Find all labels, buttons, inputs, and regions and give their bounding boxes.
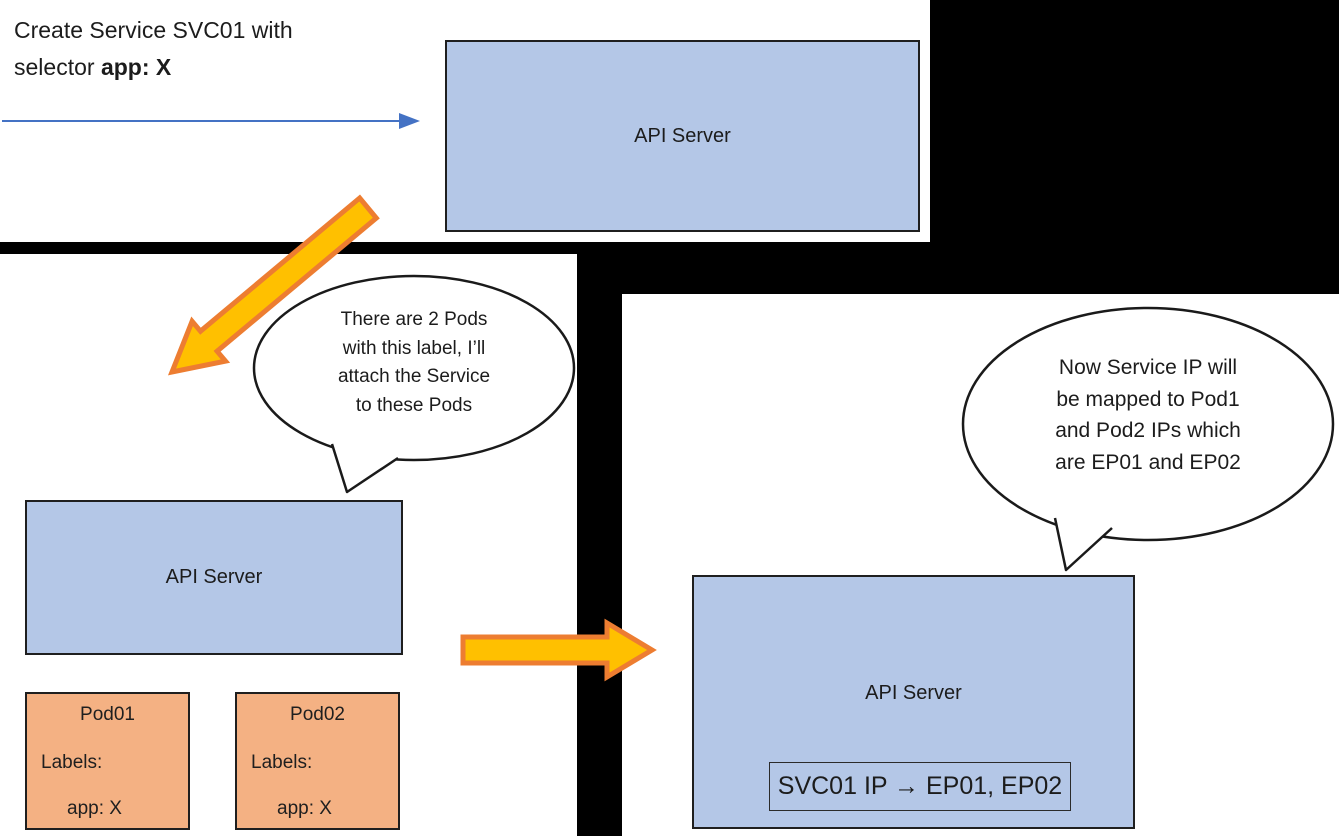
caption-line1: Create Service SVC01 with [14, 17, 293, 43]
pod-labels-heading: Labels: [41, 752, 103, 773]
pod-title: Pod02 [290, 704, 345, 725]
pod01-box: Pod01 Labels: app: X [25, 692, 190, 830]
pod-labels-heading: Labels: [251, 752, 313, 773]
api-server-label: API Server [865, 682, 962, 704]
caption: Create Service SVC01 with selector app: … [14, 12, 374, 86]
pod02-box: Pod02 Labels: app: X [235, 692, 400, 830]
map-endpoints-arrow-icon [460, 618, 657, 682]
watch-pods-arrow-icon [167, 194, 380, 376]
endpoint-mapping-box: SVC01 IP → EP01, EP02 [769, 762, 1071, 811]
endpoint-mapping-text: SVC01 IP → EP01, EP02 [777, 772, 1063, 800]
speech-bubble-right [961, 306, 1335, 572]
api-server-label: API Server [165, 566, 263, 588]
pod-label-value: app: X [67, 798, 122, 819]
pod-title: Pod01 [80, 704, 135, 725]
speech-bubble-left-text: There are 2 Pods with this label, I’ll a… [337, 309, 491, 416]
speech-bubble-left [252, 274, 576, 494]
create-service-arrow-icon [2, 113, 420, 129]
caption-selector-value: app: X [100, 53, 172, 80]
api-server-box-top: API Server [445, 40, 920, 232]
speech-bubble-right-text: Now Service IP will be mapped to Pod1 an… [1055, 356, 1241, 474]
pod-label-value: app: X [277, 798, 332, 819]
api-server-box-right: API Server SVC01 IP → EP01, EP02 [692, 575, 1135, 829]
caption-line2-prefix: selector [14, 53, 101, 80]
api-server-box-left: API Server [25, 500, 403, 655]
api-server-label: API Server [634, 124, 731, 147]
